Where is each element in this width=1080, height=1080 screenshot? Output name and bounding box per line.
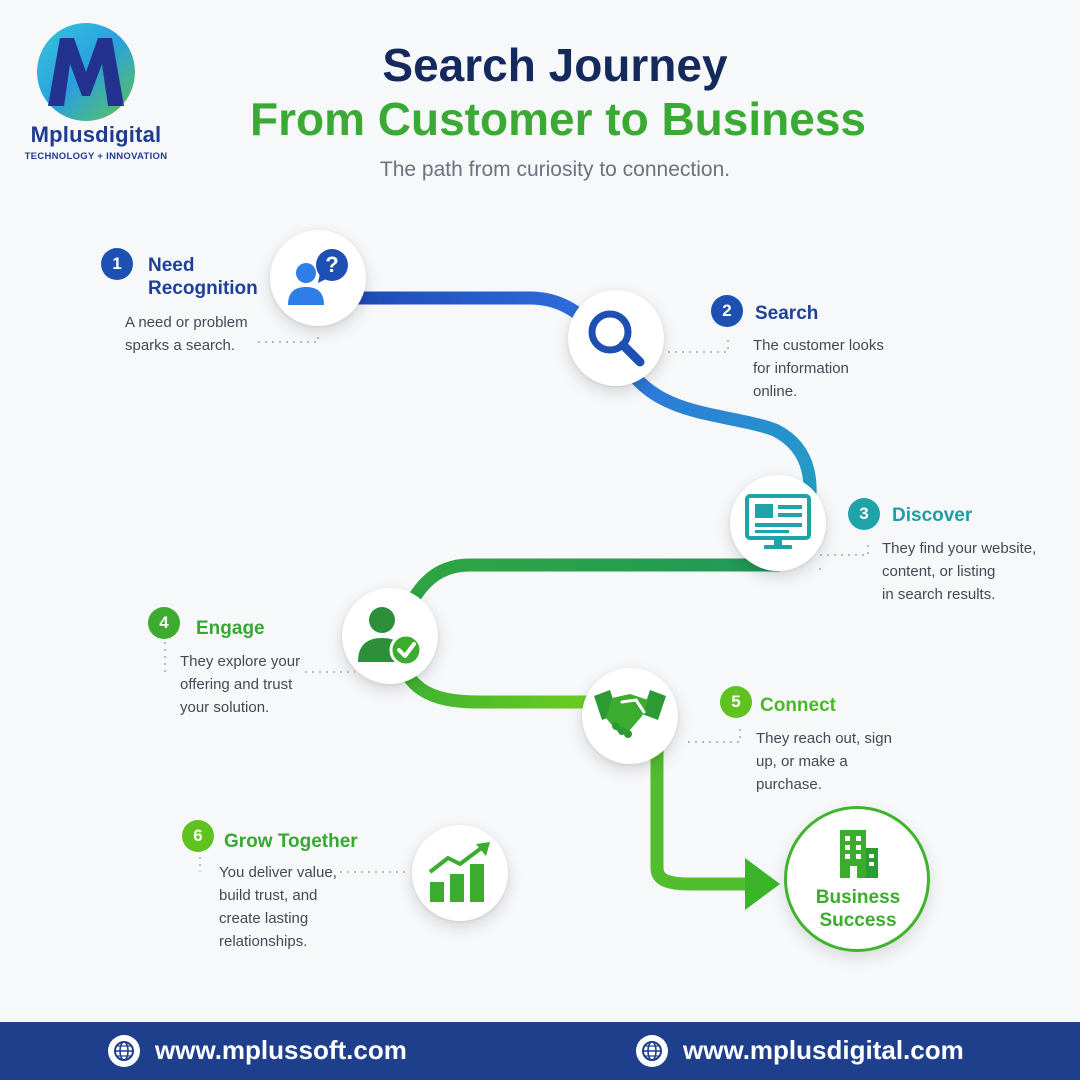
step-4-desc-line: offering and trust bbox=[180, 676, 293, 693]
step-4-title: Engage bbox=[196, 618, 265, 639]
step-2-title: Search bbox=[755, 303, 819, 324]
step-3-desc-line: in search results. bbox=[882, 586, 996, 603]
step-6-icon-circle bbox=[412, 825, 508, 921]
step-5-desc-line: up, or make a bbox=[756, 753, 848, 770]
step-2-description: The customer looks for information onlin… bbox=[753, 334, 884, 403]
step-5-desc-line: They reach out, sign bbox=[756, 730, 892, 747]
brand-tagline: TECHNOLOGY + INNOVATION bbox=[24, 151, 168, 162]
magnifier-icon bbox=[588, 310, 645, 367]
brand-name: Mplusdigital bbox=[30, 122, 162, 147]
step-1-description: A need or problem sparks a search. bbox=[125, 311, 248, 357]
connector-4 bbox=[164, 642, 355, 673]
connector-5 bbox=[688, 728, 741, 743]
step-2-icon-circle bbox=[568, 290, 664, 386]
step-3-desc-line: They find your website, bbox=[882, 540, 1037, 557]
step-5-desc-line: purchase. bbox=[756, 776, 822, 793]
globe-icon bbox=[636, 1035, 668, 1067]
step-5-number: 5 bbox=[720, 686, 752, 718]
step-5-description: They reach out, sign up, or make a purch… bbox=[756, 727, 892, 796]
page-title: Search Journey bbox=[382, 39, 728, 91]
step-3-icon-circle bbox=[730, 475, 826, 571]
building-icon bbox=[840, 830, 878, 878]
step-1-title-line2: Recognition bbox=[148, 278, 258, 299]
step-1-icon-circle: ? bbox=[270, 230, 366, 326]
path-segment-2 bbox=[608, 333, 817, 522]
step-6-desc-line: create lasting bbox=[219, 910, 309, 927]
step-3-description: They find your website, content, or list… bbox=[882, 537, 1036, 606]
page-title-secondary: From Customer to Business bbox=[250, 93, 866, 145]
step-2-desc-line: for information bbox=[753, 360, 849, 377]
path-arrowhead bbox=[745, 858, 780, 910]
business-success-label: Business Success bbox=[784, 886, 932, 932]
connector-6 bbox=[199, 850, 410, 873]
brand-logo: Mplusdigital TECHNOLOGY + INNOVATION bbox=[18, 18, 168, 168]
step-6-number: 6 bbox=[182, 820, 214, 852]
step-4-number: 4 bbox=[148, 607, 180, 639]
step-3-title: Discover bbox=[892, 505, 973, 526]
path-segment-5 bbox=[650, 745, 767, 891]
connector-2 bbox=[668, 338, 729, 353]
step-4-description: They explore your offering and trust you… bbox=[180, 650, 300, 719]
step-1-desc-line: sparks a search. bbox=[125, 337, 236, 354]
handshake-icon bbox=[594, 690, 666, 738]
monitor-icon bbox=[745, 494, 811, 549]
path-segment-3 bbox=[388, 558, 785, 639]
step-5-icon-circle bbox=[582, 668, 678, 764]
person-check-icon bbox=[358, 607, 423, 667]
person-question-icon: ? bbox=[288, 249, 348, 305]
step-2-desc-line: The customer looks bbox=[753, 337, 884, 354]
svg-text:?: ? bbox=[325, 252, 338, 277]
step-2-number: 2 bbox=[711, 295, 743, 327]
step-4-icon-circle bbox=[342, 588, 438, 684]
business-success-line: Business bbox=[815, 887, 901, 908]
step-6-desc-line: relationships. bbox=[219, 933, 308, 950]
growth-chart-icon bbox=[428, 842, 490, 902]
step-1-desc-line: A need or problem bbox=[125, 314, 248, 331]
step-6-desc-line: You deliver value, bbox=[219, 864, 337, 881]
step-1-number: 1 bbox=[101, 248, 133, 280]
step-4-desc-line: They explore your bbox=[180, 653, 301, 670]
step-1-title-line1: Need bbox=[148, 255, 195, 276]
step-4-desc-line: your solution. bbox=[180, 699, 270, 716]
connector-3 bbox=[819, 540, 869, 575]
step-3-desc-line: content, or listing bbox=[882, 563, 996, 580]
connector-1 bbox=[258, 336, 319, 343]
footer-bar: www.mplussoft.com www.mplusdigital.com bbox=[0, 1022, 1080, 1080]
step-3-number: 3 bbox=[848, 498, 880, 530]
step-6-title: Grow Together bbox=[224, 831, 358, 852]
step-5-title: Connect bbox=[760, 695, 836, 716]
step-2-desc-line: online. bbox=[753, 383, 798, 400]
page-subtitle: The path from curiosity to connection. bbox=[379, 158, 731, 181]
globe-icon bbox=[108, 1035, 140, 1067]
footer-link-mplusdigital[interactable]: www.mplusdigital.com bbox=[683, 1035, 964, 1065]
logo-mark-icon bbox=[37, 23, 135, 121]
footer-link-mplussoft[interactable]: www.mplussoft.com bbox=[155, 1035, 407, 1065]
step-1-title: Need Recognition bbox=[148, 254, 258, 300]
step-6-desc-line: build trust, and bbox=[219, 887, 318, 904]
step-6-description: You deliver value, build trust, and crea… bbox=[219, 861, 337, 953]
business-success-line: Success bbox=[819, 910, 897, 931]
